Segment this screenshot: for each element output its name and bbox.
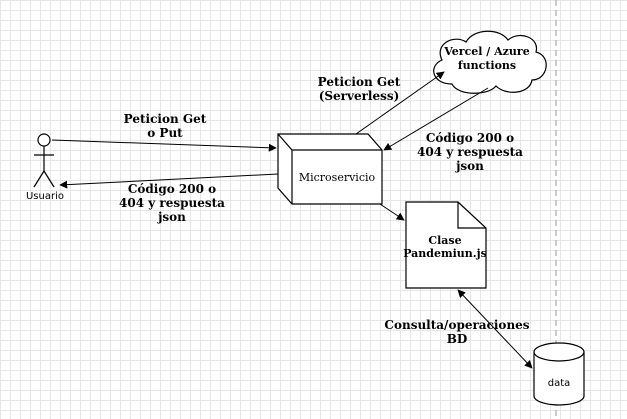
edge-label-class-db: Consulta/operaciones BD xyxy=(384,318,530,346)
class-label: Clase Pandemiun.js xyxy=(403,234,487,260)
user-label: Usuario xyxy=(25,191,64,202)
user-actor-icon[interactable] xyxy=(33,133,55,188)
db-label: data xyxy=(547,378,571,389)
edge-ms-to-user xyxy=(59,173,279,189)
edge-class-db xyxy=(457,289,533,369)
edge-label-ms-to-user: Código 200 o 404 y respuesta json xyxy=(119,182,225,224)
edge-label-user-to-ms: Peticion Get o Put xyxy=(123,112,207,140)
cloud-shape[interactable] xyxy=(433,30,547,94)
edge-ms-to-cloud xyxy=(355,71,445,135)
cloud-label: Vercel / Azure functions xyxy=(444,45,530,72)
microservice-label: Microservicio xyxy=(298,171,376,184)
edge-label-cloud-to-ms: Código 200 o 404 y respuesta json xyxy=(417,131,523,173)
class-document[interactable] xyxy=(405,201,487,289)
microservice-box[interactable] xyxy=(277,133,383,205)
edge-cloud-to-ms xyxy=(383,87,489,151)
edge-label-ms-to-cloud: Peticion Get (Serverless) xyxy=(317,75,401,103)
database-cylinder[interactable] xyxy=(533,342,585,406)
edge-user-to-ms xyxy=(51,139,277,152)
edge-ms-to-class xyxy=(379,203,405,221)
